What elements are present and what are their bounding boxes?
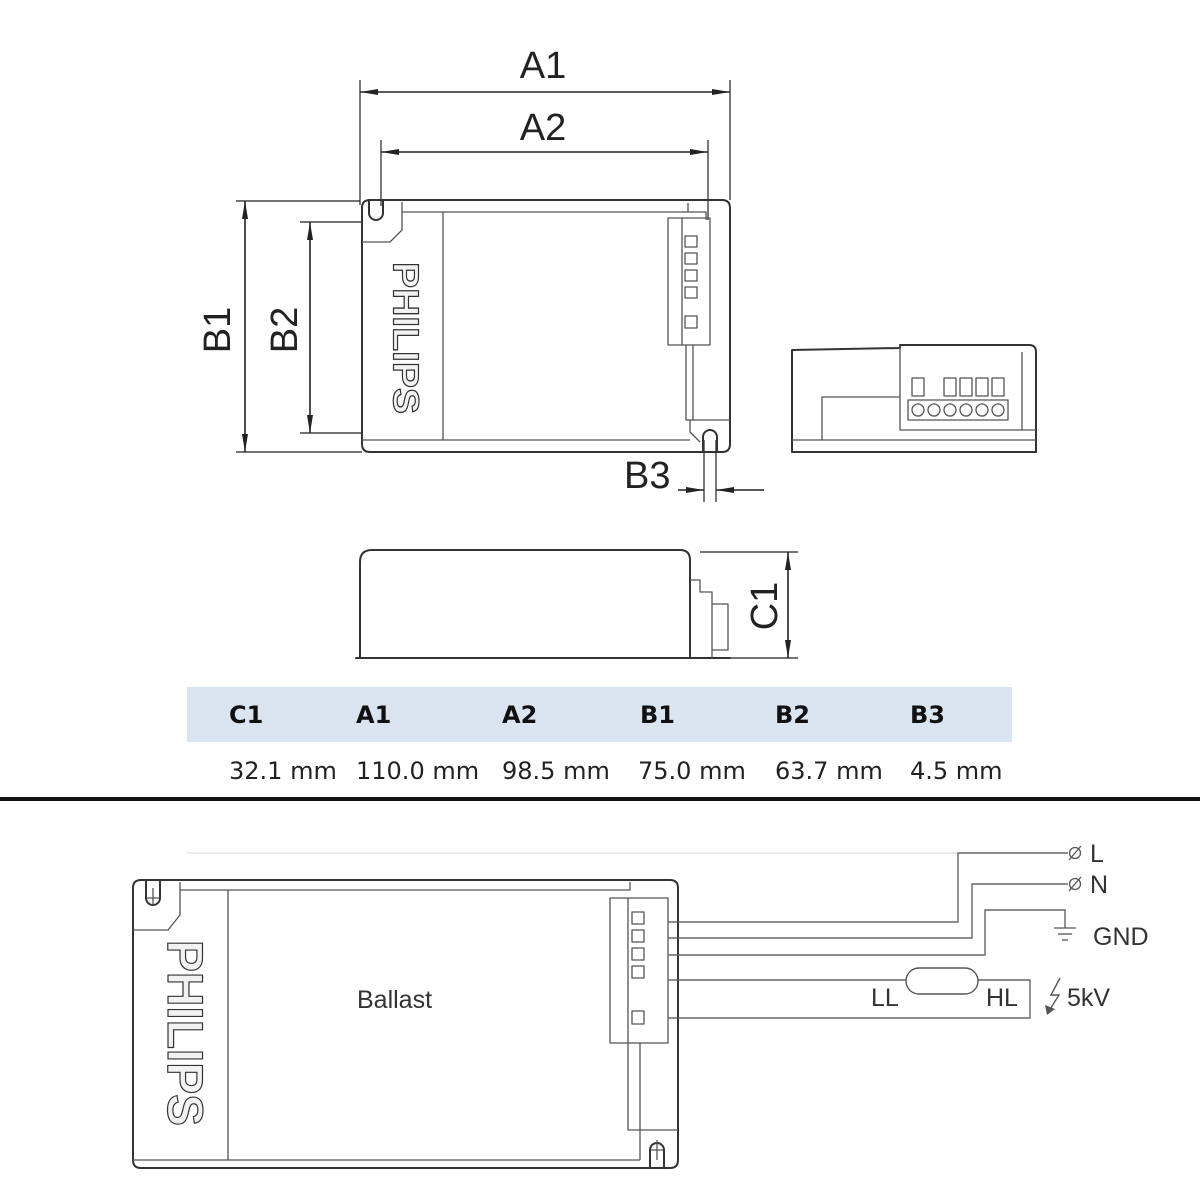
line-label: L	[1090, 840, 1104, 868]
table-value-a2: 98.5 mm	[502, 757, 610, 785]
dimension-label-a1: A1	[520, 45, 566, 87]
ground-icon	[1054, 927, 1076, 941]
section-divider	[0, 797, 1200, 801]
table-header-b2: B2	[775, 701, 810, 729]
mounting-slot-top-left	[368, 199, 384, 221]
terminal-block-wiring-view	[609, 897, 669, 1044]
table-header-a1: A1	[356, 701, 391, 729]
table-header-a2: A2	[502, 701, 537, 729]
dimension-label-b1: B1	[197, 307, 239, 353]
ignition-voltage: 5kV	[1045, 977, 1110, 1015]
brand-logo-wiring-view: PHILIPS	[157, 940, 213, 1126]
ballast-wiring-view: PHILIPS Ballast	[132, 879, 679, 1169]
lightning-icon	[1045, 977, 1061, 1015]
neutral-label: N	[1090, 871, 1108, 899]
top-view-outline	[361, 199, 731, 453]
dimension-a2: A2	[380, 107, 709, 220]
terminal-block-side-view	[907, 377, 1009, 421]
dimension-b1: B1	[197, 200, 362, 453]
terminal-connector-icon	[1068, 845, 1082, 861]
lamp-high-side-label: HL	[986, 984, 1018, 1012]
table-value-b1: 75.0 mm	[638, 757, 746, 785]
terminal-connector-icon	[1068, 876, 1082, 892]
dimension-a1: A1	[359, 45, 731, 205]
line-wire: L	[668, 840, 1104, 923]
dimension-label-b3: B3	[624, 455, 670, 497]
table-value-b3: 4.5 mm	[910, 757, 1003, 785]
mounting-slot-bottom-right	[702, 429, 718, 453]
ballast-top-view: PHILIPS	[361, 199, 731, 453]
table-value-c1: 32.1 mm	[229, 757, 337, 785]
table-value-a1: 110.0 mm	[356, 757, 479, 785]
table-value-b2: 63.7 mm	[775, 757, 883, 785]
brand-logo-top-view: PHILIPS	[386, 262, 427, 414]
lamp-circuit: LL HL	[668, 967, 1031, 1019]
dimension-c1: C1	[700, 551, 798, 659]
ignition-voltage-label: 5kV	[1067, 984, 1110, 1012]
lamp-low-side-label: LL	[871, 984, 899, 1012]
dimension-label-a2: A2	[520, 107, 566, 149]
dimension-label-c1: C1	[744, 582, 786, 631]
neutral-wire: N	[668, 871, 1108, 939]
table-header-b1: B1	[640, 701, 675, 729]
table-header-c1: C1	[229, 701, 263, 729]
dimension-b3: B3	[624, 440, 764, 502]
table-header-band	[187, 687, 1012, 742]
ground-wire: GND	[668, 909, 1149, 956]
dimension-b2: B2	[264, 221, 362, 434]
ballast-label: Ballast	[357, 986, 432, 1014]
table-header-b3: B3	[910, 701, 945, 729]
dimensions-table: C1 A1 A2 B1 B2 B3 32.1 mm 110.0 mm 98.5 …	[187, 687, 1012, 785]
terminal-block-top-view	[667, 217, 711, 346]
dimension-label-b2: B2	[264, 307, 306, 353]
ground-label: GND	[1093, 923, 1149, 951]
wiring-diagram: PHILIPS Ballast L	[132, 840, 1149, 1169]
ballast-front-view	[355, 549, 731, 659]
lamp-icon	[905, 967, 979, 995]
ballast-side-view	[791, 344, 1037, 453]
